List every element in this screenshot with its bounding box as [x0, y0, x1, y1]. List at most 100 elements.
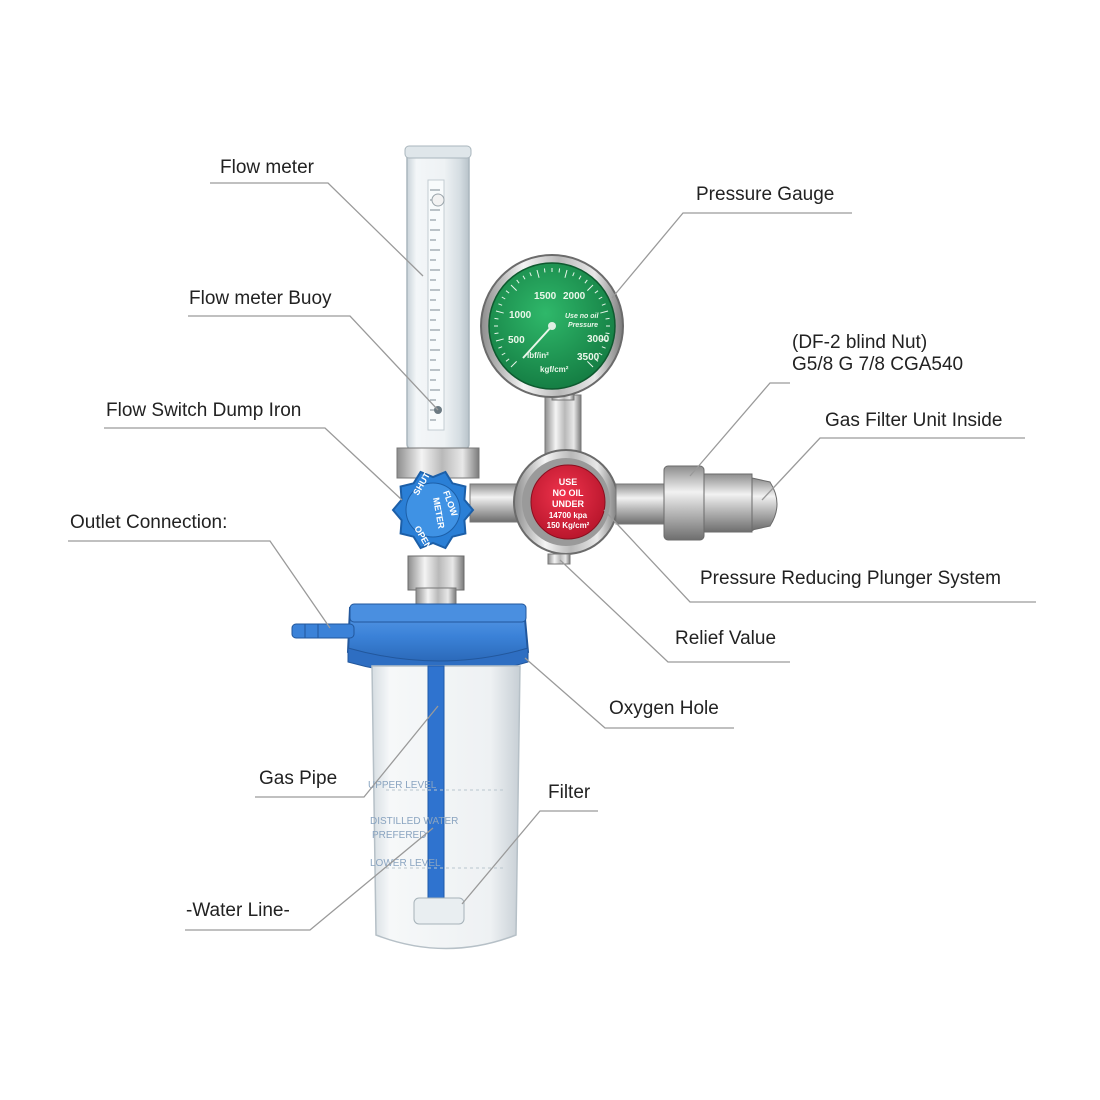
- gauge-tick: [516, 279, 520, 284]
- gauge-scale-500: 500: [508, 335, 525, 346]
- gauge-pivot: [548, 322, 556, 330]
- gauge-tick: [495, 338, 504, 342]
- label-filter: Filter: [548, 782, 591, 803]
- gauge-tick: [543, 268, 546, 273]
- gauge-tick: [498, 303, 503, 306]
- gauge-tick: [498, 346, 503, 349]
- gauge-tick: [594, 358, 599, 362]
- gauge-tick: [536, 269, 540, 278]
- gauge-tick: [564, 269, 568, 278]
- leader-gas-filter: [761, 437, 1025, 501]
- flow-meter-scale: [430, 189, 440, 421]
- flow-meter-tube: [404, 145, 472, 451]
- gauge-tick: [605, 317, 610, 320]
- gauge-tick: [598, 296, 603, 300]
- label-outlet-connection: Outlet Connection:: [70, 512, 228, 533]
- gauge-tick: [494, 317, 499, 320]
- gauge-tick: [505, 358, 510, 362]
- leader-plunger: [603, 509, 1036, 603]
- humidifier-bottle: UPPER LEVEL DISTILLED WATER PREFERED LOW…: [368, 665, 521, 950]
- gauge-unit-kg: kgf/cm²: [540, 365, 569, 374]
- label-water-line: -Water Line-: [186, 900, 290, 921]
- gauge-script-text: Use no oil: [565, 313, 600, 320]
- relief-valve: [547, 553, 571, 565]
- warning-line-2: NO OIL: [553, 488, 585, 498]
- leader-lines: [68, 182, 1036, 931]
- label-nut-line-2: G5/8 G 7/8 CGA540: [792, 354, 964, 375]
- label-oxygen-hole: Oxygen Hole: [609, 698, 719, 719]
- gauge-tick: [529, 272, 532, 277]
- flow-meter-buoy: [431, 193, 445, 207]
- leader-buoy: [188, 315, 439, 411]
- label-nut-line-1: (DF-2 blind Nut): [792, 332, 928, 353]
- leader-flow-switch: [104, 427, 403, 501]
- gauge-tick: [594, 290, 599, 294]
- bottle-preferred: PREFERED: [372, 830, 426, 841]
- gauge-tick: [494, 332, 499, 335]
- filter: [413, 897, 465, 925]
- gauge-tick: [505, 290, 510, 294]
- gauge-needle: [522, 325, 553, 359]
- gauge-scale-1500: 1500: [534, 291, 557, 302]
- bottle-upper-level: UPPER LEVEL: [368, 780, 437, 791]
- warning-line-4: 14700 kpa: [549, 511, 588, 520]
- gauge-tick: [600, 338, 609, 342]
- gauge-tick: [510, 284, 517, 291]
- leader-gas-pipe: [255, 705, 439, 798]
- gauge-scale-1000: 1000: [509, 310, 532, 321]
- label-flow-switch: Flow Switch Dump Iron: [106, 400, 302, 421]
- gauge-unit-psi: lbf/in²: [527, 351, 549, 360]
- flow-switch-knob: SHUT OPEN FLOW METER: [391, 470, 475, 551]
- outlet-nozzle: [291, 623, 355, 639]
- gauge-tick: [522, 275, 526, 280]
- label-plunger: Pressure Reducing Plunger System: [700, 568, 1001, 589]
- outlet-thread: [415, 587, 457, 605]
- warning-line-3: UNDER: [552, 499, 585, 509]
- leader-flow-meter: [210, 182, 424, 277]
- label-gas-filter: Gas Filter Unit Inside: [825, 410, 1003, 431]
- gas-filter-tip: [751, 477, 778, 531]
- bottle-distilled: DISTILLED WATER: [370, 816, 458, 827]
- gauge-tick: [587, 284, 594, 291]
- warning-cap: [530, 464, 606, 540]
- bottle-lower-level: LOWER LEVEL: [370, 858, 441, 869]
- label-relief: Relief Value: [675, 628, 777, 649]
- leader-nut: [689, 382, 790, 477]
- gauge-tick: [578, 275, 582, 280]
- gauge-scale-2000: 2000: [563, 291, 586, 302]
- gauge-scale-3000: 3000: [587, 334, 610, 345]
- label-gas-pipe: Gas Pipe: [259, 768, 338, 789]
- leader-water-line: [185, 827, 434, 931]
- gauge-tick: [501, 352, 506, 356]
- label-flow-meter-buoy: Flow meter Buoy: [189, 288, 332, 309]
- gauge-scale-ticks: [494, 268, 610, 368]
- blind-nut: [663, 465, 705, 541]
- gauge-tick: [495, 310, 504, 314]
- pressure-reducing-body: USE NO OIL UNDER 14700 kpa 150 Kg/cm²: [513, 449, 619, 565]
- humidifier-cap: [291, 603, 530, 676]
- gauge-tick: [587, 361, 594, 368]
- gauge-tick: [501, 296, 506, 300]
- gauge-tick: [558, 268, 561, 273]
- gauge-tick: [601, 346, 606, 349]
- gauge-script-text-2: Pressure: [568, 322, 598, 329]
- warning-line-1: USE: [559, 477, 578, 487]
- gauge-scale-3500: 3500: [577, 352, 600, 363]
- warning-line-5: 150 Kg/cm²: [547, 521, 590, 530]
- gauge-tick: [584, 279, 588, 284]
- gauge-tick: [600, 310, 609, 314]
- label-flow-meter: Flow meter: [220, 157, 314, 178]
- leader-pressure-gauge: [611, 212, 852, 299]
- leader-filter: [461, 810, 598, 905]
- inlet-connector: [615, 465, 778, 541]
- outlet-nut: [407, 555, 465, 591]
- gauge-tick: [572, 272, 575, 277]
- flow-meter-base: [396, 447, 480, 479]
- label-pressure-gauge: Pressure Gauge: [696, 184, 835, 205]
- leader-relief: [559, 559, 790, 663]
- gauge-tick: [598, 352, 603, 356]
- gauge-tick: [601, 303, 606, 306]
- gauge-tick: [510, 361, 517, 368]
- leader-oxygen-hole: [524, 657, 734, 729]
